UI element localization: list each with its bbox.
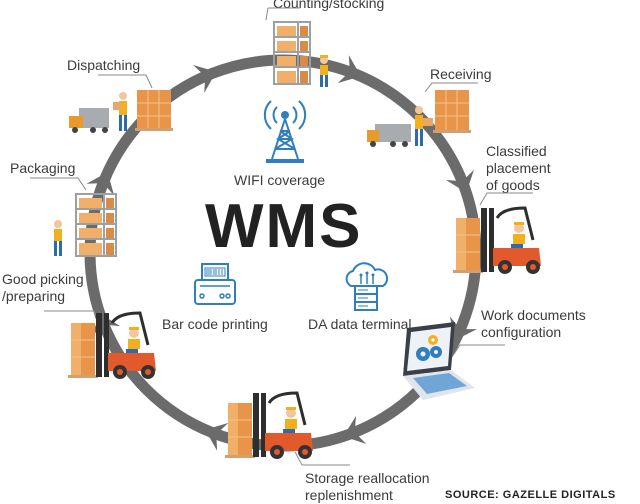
- step-label-counting: Counting/stocking: [273, 0, 385, 11]
- step-label-dispatching: Dispatching: [67, 57, 141, 73]
- ring-arrowhead-icon: [86, 172, 115, 196]
- feature-label-wifi: WIFI coverage: [234, 172, 326, 188]
- receiving-truck-pallet-icon: [367, 90, 471, 147]
- step-label-classified: Classified placement of goods: [486, 143, 551, 193]
- forklift-picking-icon: [68, 311, 156, 379]
- ring-arrowhead-icon: [337, 55, 361, 84]
- dispatching-truck-pallet-icon: [69, 90, 173, 133]
- step-label-work-docs: Work documents configuration: [481, 307, 586, 340]
- step-label-packaging: Packaging: [10, 160, 76, 176]
- cloud-server-icon: [345, 262, 389, 311]
- wifi-tower-icon: [263, 100, 307, 163]
- ring-arrowhead-icon: [445, 169, 475, 193]
- barcode-printer-icon: [194, 263, 236, 305]
- step-label-storage: Storage reallocation replenishment: [305, 470, 430, 503]
- ring-arrowhead-icon: [205, 422, 229, 451]
- laptop-gears-icon: [403, 322, 475, 400]
- source-credit: SOURCE: GAZELLE DIGITALS: [445, 489, 616, 501]
- ring-arrowhead-icon: [449, 316, 478, 341]
- shelf-with-worker-icon: [273, 21, 328, 87]
- diagram-title: WMS: [205, 192, 363, 261]
- ring-arrowhead-icon: [193, 65, 217, 93]
- forklift-storage-icon: [225, 391, 313, 459]
- forklift-classified-icon: [453, 206, 541, 274]
- packaging-shelf-worker-icon: [54, 193, 117, 257]
- feature-label-terminal: DA data terminal: [308, 316, 412, 332]
- step-label-receiving: Receiving: [430, 66, 492, 82]
- ring-arrowhead-icon: [343, 415, 367, 445]
- step-label-picking: Good picking /preparing: [2, 271, 84, 304]
- feature-label-barcode: Bar code printing: [162, 316, 268, 332]
